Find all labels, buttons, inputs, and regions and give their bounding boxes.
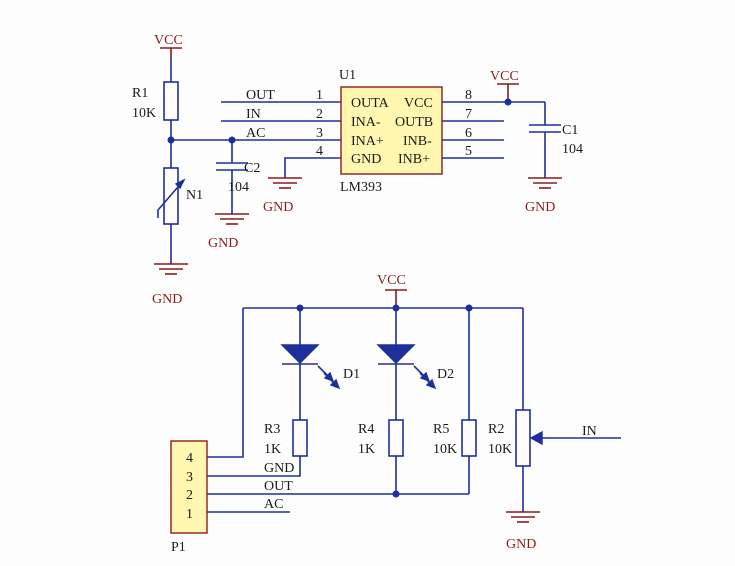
u1-pin-num: 3 (316, 126, 323, 141)
net-label-out-p1: OUT (264, 479, 293, 494)
net-label-out: OUT (246, 88, 275, 103)
p1-ref: P1 (171, 540, 186, 555)
d2-ref: D2 (437, 367, 454, 382)
u1-pin-name: INA+ (351, 134, 384, 149)
vcc-symbol-u1: VCC (490, 69, 519, 102)
d1-ref: D1 (343, 367, 360, 382)
u1-pin-num: 5 (465, 144, 472, 159)
r5-ref: R5 (433, 422, 449, 437)
u1-pin-num: 7 (465, 107, 472, 122)
u1-pin-num: 8 (465, 88, 472, 103)
r4-value: 1K (358, 442, 375, 457)
net-label-ac-p1: AC (264, 497, 283, 512)
capacitor-c1: C1 104 (529, 102, 583, 178)
gnd-label-c2: GND (208, 236, 238, 251)
r5-value: 10K (433, 442, 457, 457)
u1-pin-num: 1 (316, 88, 323, 103)
c1-ref: C1 (562, 123, 578, 138)
gnd-symbol-c1: GND (525, 177, 562, 215)
p1-pin-num: 3 (186, 470, 193, 485)
u1-part: LM393 (340, 180, 382, 195)
p1-pin-num: 1 (186, 507, 193, 522)
u1-pin-num: 2 (316, 107, 323, 122)
ic-u1: U1 OUTA INA- INA+ GND VCC OUTB INB- INB+… (339, 68, 443, 195)
led-d2: D2 (376, 308, 454, 420)
u1-pin-name: VCC (404, 96, 433, 111)
c1-value: 104 (562, 142, 583, 157)
resistor-r4: R4 1K (358, 419, 404, 457)
c2-ref: C2 (244, 161, 260, 176)
thermistor-n1: N1 (157, 167, 203, 225)
vcc-label-r1: VCC (154, 33, 183, 48)
wire-p1-pin4 (207, 308, 244, 458)
net-label-in: IN (246, 107, 261, 122)
vcc-label-bottom: VCC (377, 273, 406, 288)
net-label-in-pot: IN (582, 424, 597, 439)
gnd-label-u1: GND (263, 200, 293, 215)
u1-pin-name: INB+ (398, 152, 430, 167)
u1-pin-name: INB- (403, 134, 432, 149)
gnd-label-n1: GND (152, 292, 182, 307)
n1-ref: N1 (186, 188, 203, 203)
gnd-symbol-n1: GND (152, 263, 188, 307)
connector-p1: 4 3 2 1 P1 (170, 440, 208, 555)
vcc-symbol-r1: VCC (154, 33, 183, 58)
potentiometer-r2: R2 10K IN (488, 308, 621, 512)
wire-pin4-gnd (284, 157, 341, 178)
led-d1: D1 (280, 308, 360, 420)
net-label-ac: AC (246, 126, 265, 141)
vcc-symbol-bottom: VCC (377, 273, 407, 308)
c2-value: 104 (228, 180, 249, 195)
u1-pin-name: INA- (351, 115, 381, 130)
u1-pin-name: OUTA (351, 96, 390, 111)
capacitor-c2: C2 104 (216, 140, 260, 214)
resistor-r5: R5 10K (433, 308, 477, 494)
p1-pin-num: 2 (186, 488, 193, 503)
gnd-symbol-r2: GND (506, 511, 540, 552)
resistor-r3: R3 1K (264, 419, 308, 457)
u1-pin-num: 6 (465, 126, 472, 141)
u1-pin-name: GND (351, 152, 381, 167)
gnd-label-r2: GND (506, 537, 536, 552)
vcc-label-u1: VCC (490, 69, 519, 84)
u1-pin-name: OUTB (395, 115, 433, 130)
r4-ref: R4 (358, 422, 374, 437)
p1-pin-num: 4 (186, 451, 193, 466)
wire-p1-pin3 (207, 456, 301, 477)
u1-pin-num: 4 (316, 144, 323, 159)
gnd-symbol-c2: GND (208, 213, 249, 251)
r2-ref: R2 (488, 422, 504, 437)
junction (504, 98, 512, 106)
gnd-symbol-u1: GND (263, 177, 302, 215)
gnd-label-c1: GND (525, 200, 555, 215)
junction (392, 490, 400, 498)
r1-ref: R1 (132, 86, 148, 101)
r3-value: 1K (264, 442, 281, 457)
r2-value: 10K (488, 442, 512, 457)
u1-ref: U1 (339, 68, 356, 83)
resistor-r1: R1 10K (132, 81, 179, 121)
net-label-gnd-p1: GND (264, 461, 294, 476)
r1-value: 10K (132, 106, 156, 121)
r3-ref: R3 (264, 422, 280, 437)
